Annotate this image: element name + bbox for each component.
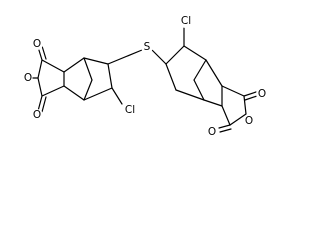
bond	[175, 89, 205, 101]
bond	[107, 63, 113, 89]
bond	[83, 57, 93, 81]
bond	[219, 128, 232, 133]
bond	[41, 85, 65, 97]
thioether-linker	[107, 49, 167, 65]
bond	[165, 63, 177, 91]
bond	[83, 79, 93, 101]
bond	[229, 113, 247, 126]
bond	[243, 95, 247, 115]
chlorine-label: Cl	[125, 104, 135, 116]
bond	[244, 95, 258, 101]
bond	[83, 57, 109, 65]
bond	[221, 105, 231, 126]
bond	[111, 87, 123, 105]
oxygen-label: O	[33, 38, 41, 50]
oxygen-label: O	[208, 126, 216, 138]
bond	[165, 45, 185, 65]
bond	[193, 59, 207, 81]
atom-labels: O O O Cl S Cl O O O	[22, 14, 268, 138]
bond	[151, 49, 167, 65]
bond	[41, 59, 65, 73]
bond	[183, 45, 207, 61]
bond	[37, 95, 43, 112]
bond	[37, 77, 43, 97]
oxygen-label: O	[258, 88, 266, 100]
left-bicyclic-anhydride-unit	[37, 45, 123, 113]
chlorine-label: Cl	[181, 15, 191, 27]
right-bicyclic-anhydride-unit	[165, 27, 258, 133]
bond	[63, 85, 85, 101]
bond	[41, 96, 47, 113]
sulfur-label: S	[144, 41, 151, 53]
bond	[243, 91, 257, 97]
bond	[205, 59, 223, 87]
oxygen-label: O	[245, 115, 253, 127]
oxygen-label: O	[24, 72, 32, 84]
bond	[37, 59, 43, 79]
bond	[218, 124, 231, 129]
oxygen-label: O	[33, 109, 41, 121]
bond	[193, 79, 205, 101]
chemical-structure-diagram: O O O Cl S Cl O O O	[22, 14, 268, 138]
bond	[41, 45, 47, 60]
bond	[203, 99, 223, 107]
bond	[221, 85, 245, 97]
bond	[83, 87, 113, 101]
bond	[107, 49, 143, 65]
bond	[63, 57, 85, 73]
